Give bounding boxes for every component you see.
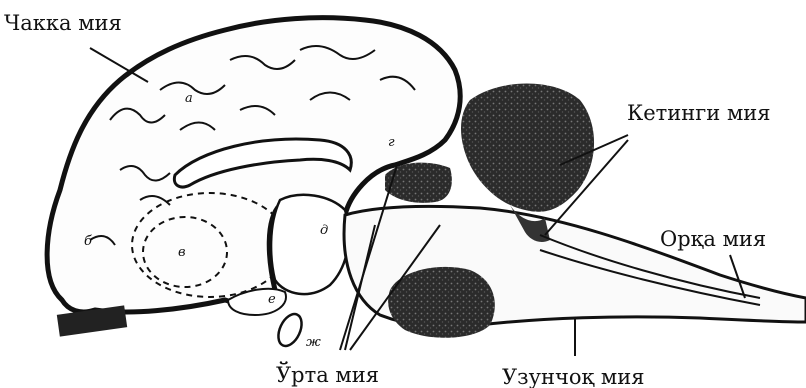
pituitary: [274, 310, 306, 349]
label-chakka-miya: Чакка мия: [4, 11, 122, 35]
olfactory-block: [57, 305, 127, 336]
cerebellum: [461, 84, 594, 212]
mark-b: б: [84, 234, 92, 249]
label-uzunchoq-miya: Узунчоқ мия: [502, 365, 645, 388]
mark-zh: ж: [306, 335, 321, 350]
pons-mass: [388, 267, 495, 338]
label-ketingi-miya: Кетинги мия: [627, 101, 771, 125]
label-yurta-miya: Ўрта мия: [276, 362, 379, 387]
label-orqa-miya: Орқа мия: [660, 227, 766, 251]
mark-v: в: [178, 245, 186, 260]
mark-a: а: [185, 91, 193, 106]
mark-d: д: [320, 223, 328, 238]
mark-e: е: [268, 292, 276, 307]
mark-g: г: [388, 135, 395, 150]
thalamus: [271, 195, 349, 294]
